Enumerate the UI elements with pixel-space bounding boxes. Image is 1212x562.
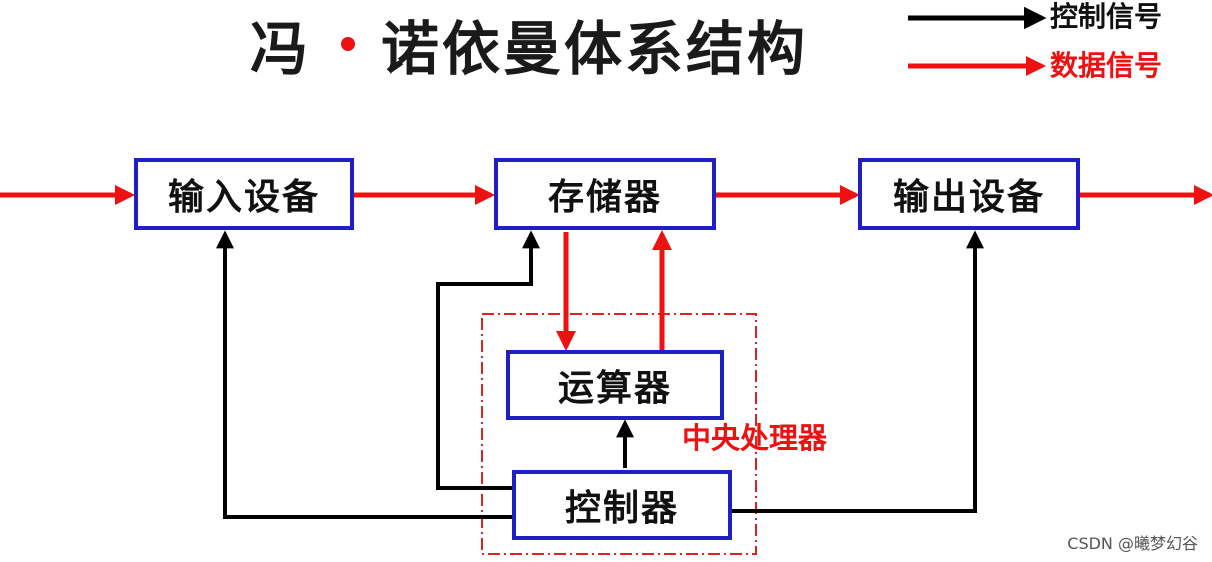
memory-box: 存储器 bbox=[494, 158, 716, 230]
output-device-box: 输出设备 bbox=[858, 158, 1080, 230]
legend-data-label: 数据信号 bbox=[1050, 49, 1163, 82]
watermark: CSDN @曦梦幻谷 bbox=[1067, 534, 1198, 553]
cpu-label: 中央处理器 bbox=[682, 421, 828, 455]
control-arrow-controller-to-memory bbox=[436, 230, 540, 490]
title-dot bbox=[341, 37, 356, 51]
controller-box: 控制器 bbox=[512, 470, 732, 540]
legend-control-label: 控制信号 bbox=[1050, 0, 1163, 33]
title-part-2: 诺依曼体系结构 bbox=[381, 15, 809, 83]
alu-box: 运算器 bbox=[506, 350, 724, 420]
control-arrow-controller-to-input bbox=[216, 230, 513, 519]
input-device-box: 输入设备 bbox=[134, 158, 354, 230]
control-arrow-controller-to-output bbox=[732, 230, 984, 513]
page-title: 冯 诺依曼体系结构 bbox=[250, 4, 808, 84]
cpu-region-border bbox=[481, 313, 757, 555]
title-part-1: 冯 bbox=[250, 15, 312, 83]
